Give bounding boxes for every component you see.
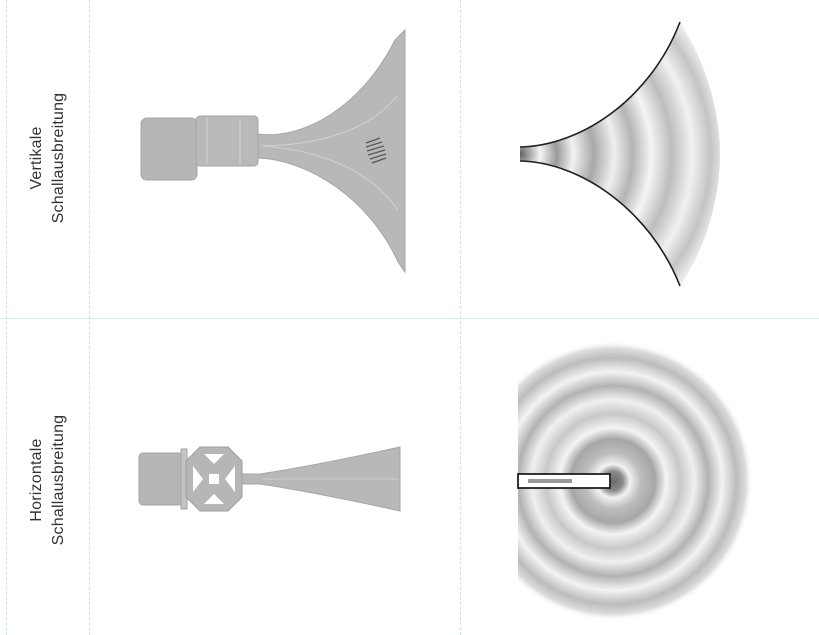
- horn-driver-body: [141, 118, 197, 180]
- vertical-wave-field: [520, 22, 720, 286]
- horizontal-wave-field: [473, 341, 753, 621]
- horizontal-wave-illustration: [473, 341, 753, 621]
- horizontal-horn-illustration: [139, 447, 400, 511]
- vertical-horn-illustration: [141, 30, 405, 272]
- horizontal-wave-horn-shadow: [528, 479, 572, 483]
- horn-driver-adapter: [196, 116, 258, 166]
- vertical-wave-illustration: [520, 22, 720, 286]
- horn-driver-body-top: [139, 453, 183, 505]
